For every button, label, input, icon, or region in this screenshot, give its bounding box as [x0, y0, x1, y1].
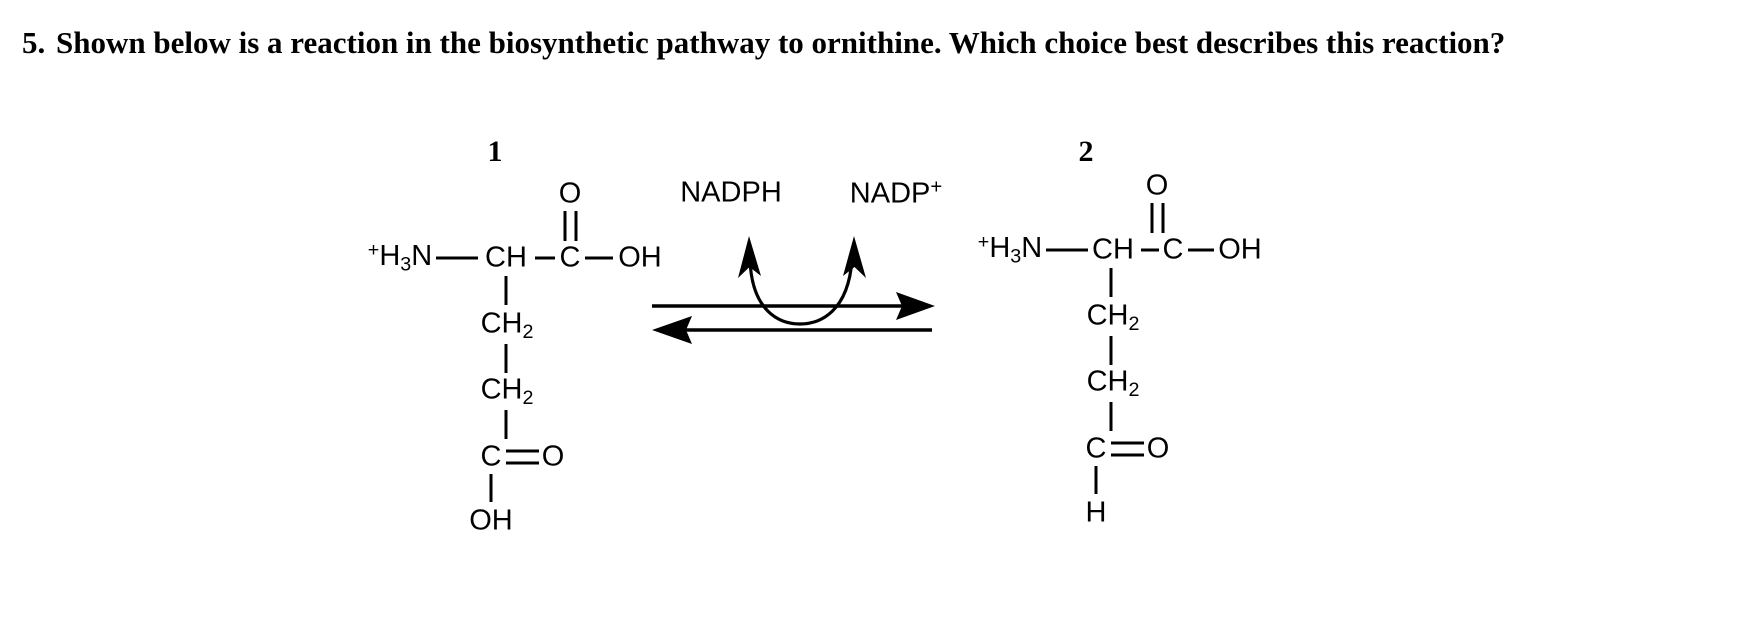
- molecule-2-amine: +H3N: [977, 230, 1043, 268]
- bond-ch2-carbonyl-2: [1109, 402, 1113, 431]
- equilibrium-arrowhead-right: [896, 292, 935, 320]
- cofactor-nadph-label: NADPH: [680, 176, 782, 209]
- molecule-1-alpha-carbon: CH: [485, 241, 527, 274]
- reaction-arrows-svg: [652, 236, 935, 344]
- double-bond-side-co-1a: [506, 449, 539, 453]
- bond-carboxyl-oh-1: [585, 256, 613, 260]
- double-bond-co-2b: [1161, 203, 1165, 233]
- bond-amine-alpha-2: [1046, 248, 1088, 252]
- question-text-block: 5. Shown below is a reaction in the biosy…: [22, 22, 1722, 63]
- bond-alpha-carboxyl-1: [535, 256, 555, 260]
- molecule-2-side-carbonyl-carbon: C: [1085, 432, 1107, 465]
- double-bond-co-1b: [574, 211, 578, 241]
- cofactor-arrowhead-left: [738, 236, 761, 278]
- bond-alpha-ch2-1: [504, 276, 508, 305]
- bond-ch2-ch2-2: [1109, 336, 1113, 365]
- molecule-1-label: 1: [487, 135, 503, 168]
- molecule-2-carboxyl-hydroxyl: OH: [1218, 233, 1262, 266]
- cofactor-arrowhead-right: [843, 236, 866, 278]
- bond-ch2-ch2-1: [504, 344, 508, 373]
- molecule-2-alpha-carbon: CH: [1092, 233, 1134, 266]
- cofactor-arc-path: [748, 259, 854, 326]
- bond-alpha-ch2-2: [1109, 268, 1113, 297]
- double-bond-co-2a: [1150, 203, 1154, 233]
- molecule-2-side-ch2-b: CH2: [1086, 365, 1140, 401]
- bond-amine-alpha-1: [436, 256, 478, 260]
- bond-carboxyl-oh-2: [1188, 248, 1214, 252]
- molecule-1-carboxyl-carbon: C: [559, 241, 581, 274]
- equilibrium-arrowhead-left: [652, 316, 692, 344]
- cofactor-nadp-plus-label: NADP+: [849, 176, 943, 210]
- question-number: 5.: [22, 25, 46, 60]
- bond-ch2-carboxyl-1: [504, 410, 508, 439]
- molecule-2-carboxyl-carbon: C: [1162, 233, 1184, 266]
- molecule-1-amine: +H3N: [367, 238, 433, 276]
- molecule-1-side-ch2-b: CH2: [480, 373, 534, 409]
- molecule-1-side-oxygen: O: [541, 440, 565, 473]
- double-bond-co-1a: [563, 211, 567, 241]
- molecule-1-side-hydroxyl: OH: [469, 504, 513, 537]
- molecule-2-label: 2: [1078, 135, 1094, 168]
- molecule-2-side-ch2-a: CH2: [1086, 299, 1140, 335]
- molecule-1-side-carboxyl-carbon: C: [480, 440, 502, 473]
- question-body: Shown below is a reaction in the biosynt…: [56, 25, 1506, 60]
- bond-alpha-carboxyl-2: [1141, 248, 1159, 252]
- molecule-1-carboxyl-hydroxyl: OH: [618, 241, 662, 274]
- double-bond-side-co-2a: [1111, 441, 1144, 445]
- bond-carbonyl-h-2: [1094, 466, 1098, 494]
- molecule-1-side-ch2-a: CH2: [480, 307, 534, 343]
- molecule-1-carboxyl-oxygen: O: [558, 177, 582, 210]
- double-bond-side-co-2b: [1111, 453, 1144, 457]
- bond-carboxyl-oh-side-1: [489, 474, 493, 502]
- double-bond-side-co-1b: [506, 461, 539, 465]
- molecule-2-aldehyde-hydrogen: H: [1085, 496, 1107, 529]
- molecule-2-carboxyl-oxygen: O: [1145, 169, 1169, 202]
- molecule-2-side-oxygen: O: [1146, 432, 1170, 465]
